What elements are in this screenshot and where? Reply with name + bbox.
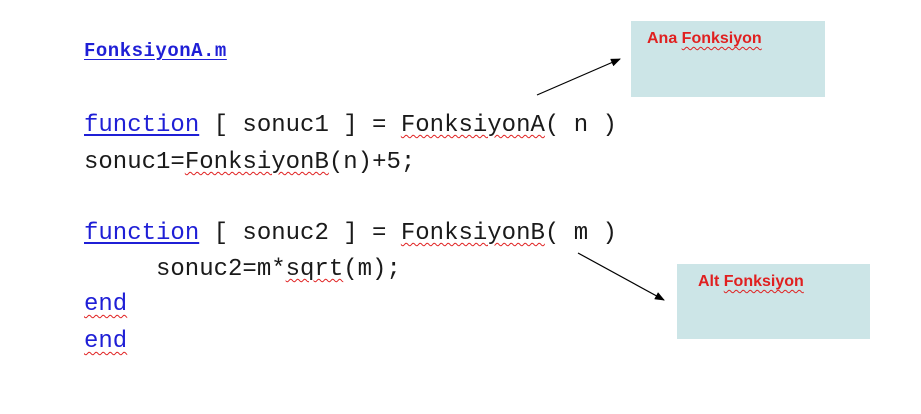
assignment-target: sonuc1= xyxy=(84,149,185,176)
function-arguments: ( n ) xyxy=(544,112,617,139)
function-arguments: ( m ) xyxy=(544,220,617,247)
file-name-heading: FonksiyonA.m xyxy=(84,40,227,62)
callout-sub-prefix: Alt xyxy=(698,273,724,290)
code-line-6: end xyxy=(84,330,127,354)
function-name-sub: FonksiyonB xyxy=(400,220,545,247)
function-keyword: function xyxy=(84,112,200,139)
arrow-to-sub-callout xyxy=(577,252,665,301)
output-declaration: [ sonuc2 ] = xyxy=(199,220,401,247)
function-keyword: function xyxy=(84,220,200,247)
callout-sub-function: Alt Fonksiyon xyxy=(677,264,870,339)
callout-main-prefix: Ana xyxy=(647,30,682,47)
code-line-3: function [ sonuc2 ] = FonksiyonB( m ) xyxy=(84,222,617,246)
call-expression-tail: (n)+5; xyxy=(328,149,416,176)
callout-main-word: Fonksiyon xyxy=(681,30,762,47)
code-line-2: sonuc1=FonksiyonB(n)+5; xyxy=(84,151,415,175)
function-call-sub: FonksiyonB xyxy=(184,149,329,176)
sqrt-call: sqrt xyxy=(285,256,344,283)
output-declaration: [ sonuc1 ] = xyxy=(199,112,401,139)
assignment-target: sonuc2=m* xyxy=(156,256,286,283)
function-name-main: FonksiyonA xyxy=(400,112,545,139)
callout-sub-word: Fonksiyon xyxy=(723,273,804,290)
end-keyword: end xyxy=(84,291,128,318)
callout-main-function: Ana Fonksiyon xyxy=(631,21,825,97)
code-line-4: sonuc2=m*sqrt(m); xyxy=(156,258,401,282)
arrow-to-main-callout xyxy=(536,58,621,96)
code-line-1: function [ sonuc1 ] = FonksiyonA( n ) xyxy=(84,114,617,138)
call-expression-tail: (m); xyxy=(343,256,401,283)
code-line-5: end xyxy=(84,293,127,317)
end-keyword: end xyxy=(84,328,128,355)
